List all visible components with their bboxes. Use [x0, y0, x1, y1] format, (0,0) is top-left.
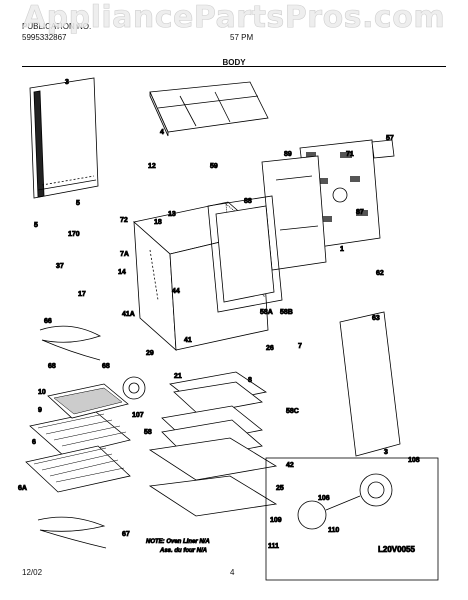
callout-29: 29: [146, 350, 154, 357]
publication-label: PUBLICATION NO.: [22, 22, 92, 31]
convection-fan: [265, 457, 439, 581]
callout-7: 7: [298, 343, 302, 350]
callout-66: 66: [44, 318, 52, 325]
callout-170: 170: [68, 231, 80, 238]
callout-89: 89: [284, 151, 292, 158]
right-side-panel-part: [339, 311, 401, 457]
note-line-1: NOTE: Oven Liner N/A: [146, 539, 210, 545]
callout-12: 12: [148, 163, 156, 170]
callout-37: 37: [56, 263, 64, 270]
callout-87: 87: [356, 209, 364, 216]
callout-42: 42: [286, 462, 294, 469]
broil-pan: [47, 383, 129, 419]
callout-21: 21: [174, 373, 182, 380]
callout-44: 44: [172, 288, 180, 295]
callout-6: 6: [32, 439, 36, 446]
diagram-code: L20V0055: [378, 545, 415, 554]
callout-8: 8: [248, 377, 252, 384]
callout-58: 58: [144, 429, 152, 436]
callout-111: 111: [268, 543, 279, 550]
callout-1: 1: [340, 246, 344, 253]
callout-4: 4: [160, 129, 164, 136]
callout-41a: 41A: [122, 311, 135, 318]
callout-88: 88: [244, 198, 252, 205]
callout-58a: 58A: [260, 309, 273, 316]
footer-date: 12/02: [22, 568, 43, 577]
storage-drawer-part: [148, 371, 278, 517]
callout-57: 57: [386, 135, 394, 142]
part-57: [371, 139, 395, 159]
callout-25: 25: [276, 485, 284, 492]
callout-9: 9: [38, 407, 42, 414]
callout-68: 68: [48, 363, 56, 370]
footer-page: 4: [230, 568, 235, 577]
callout-58b: 58B: [280, 309, 293, 316]
callout-18: 18: [154, 219, 162, 226]
light-assembly: [122, 376, 146, 400]
callout-6a: 6A: [18, 485, 27, 492]
callout-10: 10: [38, 389, 46, 396]
callout-41: 41: [184, 337, 192, 344]
rear-inner-panel-part: [261, 155, 327, 271]
heating-elements: [37, 325, 107, 549]
callout-108: 108: [408, 457, 420, 464]
callout-3b: 3: [384, 449, 388, 456]
callout-5: 5: [76, 200, 80, 207]
callout-17: 17: [78, 291, 86, 298]
callout-58c: 58C: [286, 408, 299, 415]
callout-68b: 68: [102, 363, 110, 370]
note-line-2: Ass. du four N/A: [159, 548, 207, 554]
oven-racks: [25, 411, 131, 493]
left-side-panel-part: [29, 77, 99, 199]
top-panel-part: [149, 81, 269, 137]
callout-71: 71: [346, 151, 354, 158]
callout-62: 62: [376, 270, 384, 277]
callout-109: 109: [270, 517, 282, 524]
callout-107: 107: [132, 412, 144, 419]
callout-7a: 7A: [120, 251, 129, 258]
model-number: 57 PM: [230, 33, 254, 42]
callout-14: 14: [118, 269, 126, 276]
header-rule: [22, 66, 446, 67]
callout-106: 106: [318, 495, 330, 502]
callout-59: 59: [210, 163, 218, 170]
callout-72: 72: [120, 217, 128, 224]
callout-26: 26: [266, 345, 274, 352]
front-frame-part: [207, 195, 283, 313]
callout-67: 67: [122, 531, 130, 538]
callout-110: 110: [328, 527, 339, 534]
publication-number: 5995332867: [22, 33, 67, 42]
callout-63: 63: [372, 315, 380, 322]
callout-3: 3: [65, 79, 69, 86]
callout-5b: 5: [34, 222, 38, 229]
section-title: BODY: [222, 58, 246, 67]
callout-13: 13: [168, 211, 176, 218]
